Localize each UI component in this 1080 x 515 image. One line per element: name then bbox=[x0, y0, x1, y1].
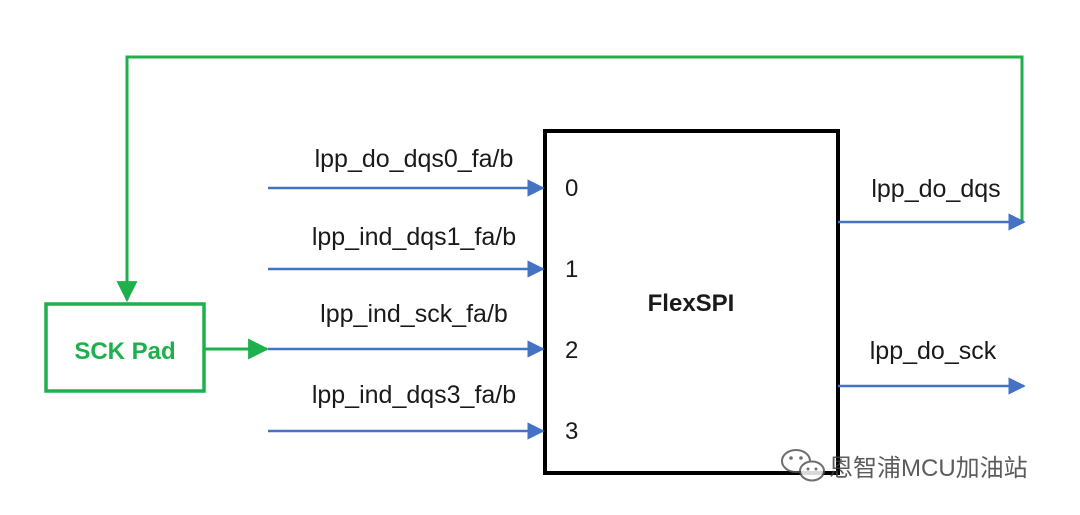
input-1-signal-label: lpp_ind_dqs1_fa/b bbox=[312, 223, 516, 251]
dqs-feedback-loop-line bbox=[116, 55, 1024, 303]
watermark: 恩智浦MCU加油站 bbox=[781, 449, 1028, 482]
sck-pad-title: SCK Pad bbox=[74, 338, 175, 365]
input-3-signal-label: lpp_ind_dqs3_fa/b bbox=[312, 381, 516, 409]
input-2-port-label: 2 bbox=[565, 337, 578, 364]
input-0-signal-label: lpp_do_dqs0_fa/b bbox=[315, 145, 514, 173]
output-dqs: lpp_do_dqs bbox=[838, 175, 1026, 231]
output-dqs-signal-label: lpp_do_dqs bbox=[871, 175, 1000, 203]
watermark-text: 恩智浦MCU加油站 bbox=[829, 455, 1028, 482]
flexspi-block-title: FlexSPI bbox=[648, 290, 735, 317]
sck-pad: SCK Pad bbox=[44, 302, 206, 393]
output-sck: lpp_do_sck bbox=[838, 337, 1026, 395]
input-0-port-label: 0 bbox=[565, 175, 578, 202]
input-2-signal-label: lpp_ind_sck_fa/b bbox=[320, 300, 508, 328]
input-2: lpp_ind_sck_fa/b 2 bbox=[268, 300, 578, 364]
flexspi-block-box bbox=[543, 129, 840, 475]
flexspi-block: FlexSPI bbox=[543, 129, 840, 475]
input-3: lpp_ind_dqs3_fa/b 3 bbox=[268, 381, 578, 445]
input-1-port-label: 1 bbox=[565, 256, 578, 283]
sck-pad-box bbox=[44, 302, 206, 393]
wechat-icon bbox=[781, 449, 825, 482]
input-0: lpp_do_dqs0_fa/b 0 bbox=[268, 145, 578, 202]
output-sck-signal-label: lpp_do_sck bbox=[870, 337, 997, 365]
input-3-port-label: 3 bbox=[565, 418, 578, 445]
input-1: lpp_ind_dqs1_fa/b 1 bbox=[268, 223, 578, 283]
